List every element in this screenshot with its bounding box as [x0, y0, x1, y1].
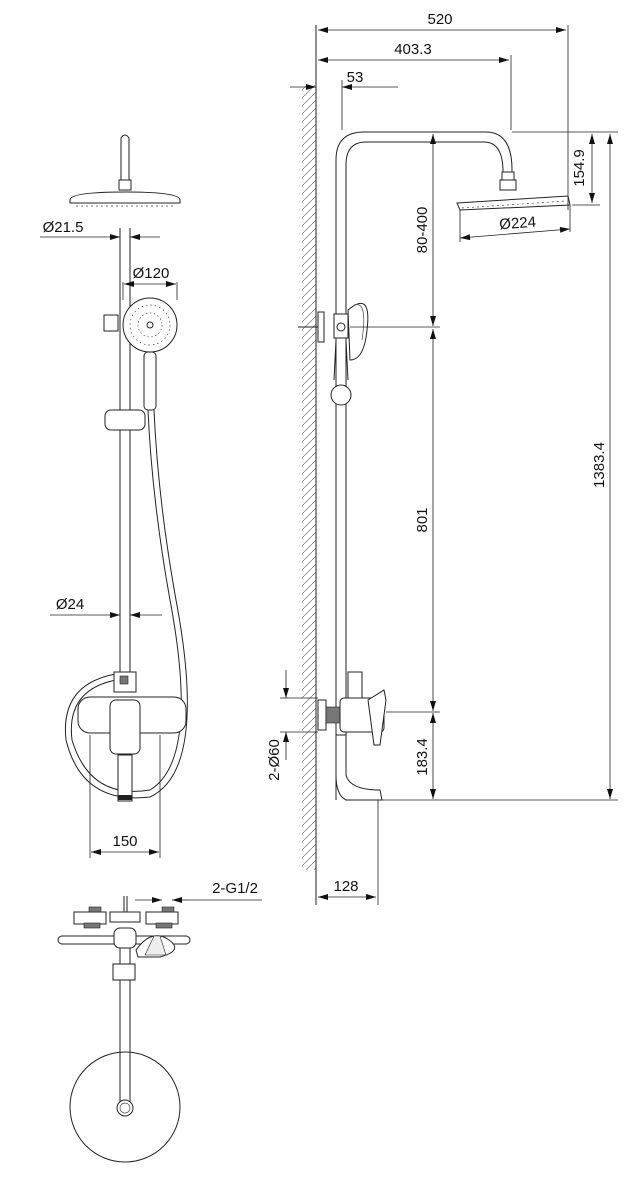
- label-head-diameter: Ø224: [499, 214, 537, 234]
- wall-bracket: [317, 311, 325, 343]
- top-view: 2-G1/2: [57, 880, 262, 1163]
- wall-hatching: [302, 85, 316, 870]
- spout-front: [117, 754, 133, 802]
- label-arm-diameter: Ø21.5: [43, 219, 84, 236]
- mixer-handle-front: [109, 699, 141, 755]
- overhead-shower-head: [456, 195, 571, 211]
- hose: [70, 409, 182, 792]
- label-total-projection: 520: [427, 11, 452, 28]
- label-inlet-thread: 2-G1/2: [212, 880, 258, 897]
- label-head-projection: 403.3: [394, 41, 432, 58]
- head-connector: [499, 179, 517, 191]
- label-mixer-to-spout: 183.4: [414, 738, 431, 776]
- riser-inner: [345, 141, 504, 800]
- label-total-height: 1383.4: [591, 442, 608, 488]
- mixer-handle: [367, 689, 387, 746]
- hand-shower-handle: [143, 351, 157, 411]
- label-riser-diameter: Ø24: [56, 596, 84, 613]
- mixer-flange: [317, 699, 327, 731]
- label-head-drop: 154.9: [571, 149, 588, 187]
- label-hand-shower-diameter: Ø120: [133, 265, 170, 282]
- arm-nut: [501, 171, 515, 181]
- label-slider-range: 80-400: [414, 207, 431, 254]
- overhead-shower-front: [69, 191, 181, 204]
- label-wall-to-riser: 53: [347, 69, 364, 86]
- side-view: 520 403.3 53 154.9 Ø224 80-400 801 183.4…: [266, 11, 618, 905]
- holder-front: [103, 314, 119, 332]
- riser-outer: [335, 131, 513, 800]
- diverter: [347, 671, 363, 699]
- flange-left: [73, 911, 107, 925]
- label-flange-diameter: 2-Ø60: [266, 739, 283, 781]
- slider-knob: [330, 384, 352, 406]
- hand-shower-side: [347, 302, 369, 361]
- label-inlet-spacing: 150: [112, 833, 137, 850]
- label-riser-length: 801: [414, 507, 431, 532]
- shower-arm: [120, 134, 130, 185]
- slider-bracket: [104, 409, 146, 431]
- front-view: Ø21.5 Ø120 Ø24 150: [40, 134, 188, 858]
- flange-right: [145, 911, 179, 925]
- label-spout-projection: 128: [333, 878, 358, 895]
- diverter-top: [109, 911, 141, 923]
- bath-spout: [335, 734, 383, 801]
